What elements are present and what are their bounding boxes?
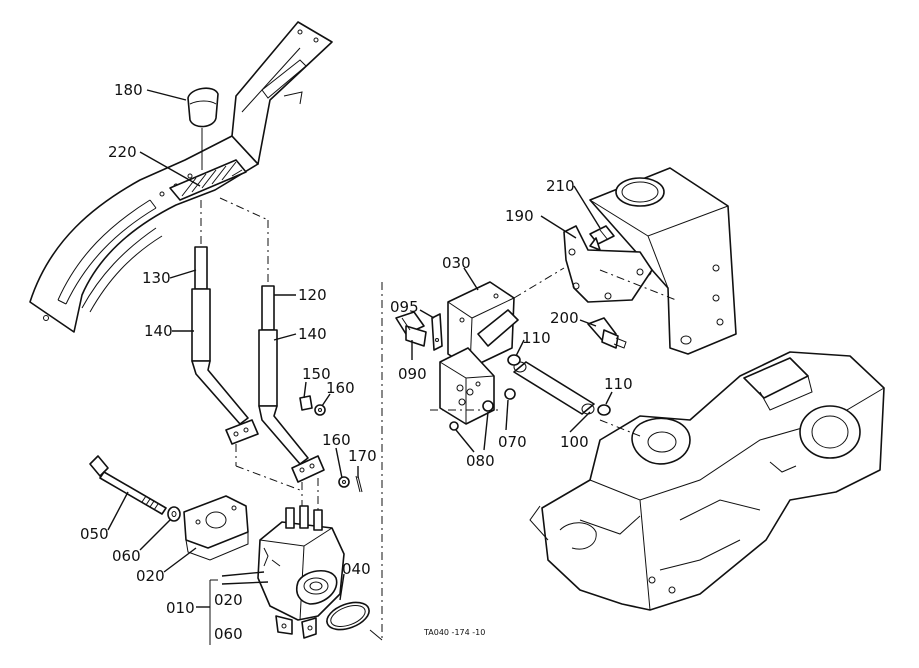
- label-020-upper: 020: [136, 567, 165, 585]
- label-010: 010: [166, 599, 195, 617]
- label-080: 080: [466, 452, 495, 470]
- label-040: 040: [342, 560, 371, 578]
- bracket-190: [563, 225, 677, 303]
- bolt-050: [89, 455, 167, 515]
- transmission-body: [529, 351, 885, 611]
- label-100: 100: [560, 433, 589, 451]
- label-030: 030: [442, 254, 471, 272]
- label-180: 180: [114, 81, 143, 99]
- label-160-upper: 160: [326, 379, 355, 397]
- washer-060: [167, 506, 181, 522]
- leader-lines: [107, 89, 613, 645]
- label-110-upper: 110: [522, 329, 551, 347]
- lever-guide-plate: [29, 21, 333, 333]
- flange-plate-020: [183, 495, 249, 561]
- valve-body-030: [447, 267, 565, 369]
- washer-and-cotter-pin: [338, 475, 363, 493]
- pipe-100: [513, 361, 595, 415]
- lever-rod-left: [191, 200, 259, 445]
- part-labels: 180 220 130 120 140 140 150 160 160 170 …: [80, 81, 633, 643]
- label-060-lower: 060: [214, 625, 243, 643]
- label-120: 120: [298, 286, 327, 304]
- label-170: 170: [348, 447, 377, 465]
- o-ring-040: [326, 601, 370, 631]
- label-140-right: 140: [298, 325, 327, 343]
- drawing-reference: TA040 -174 -10: [423, 628, 485, 637]
- label-090: 090: [398, 365, 427, 383]
- lift-housing: [589, 167, 737, 355]
- label-160-lower: 160: [322, 431, 351, 449]
- label-095: 095: [390, 298, 419, 316]
- label-150: 150: [302, 365, 331, 383]
- label-140-left: 140: [144, 322, 173, 340]
- manifold-block: [430, 347, 516, 431]
- pin-and-washer: [299, 395, 326, 416]
- label-220: 220: [108, 143, 137, 161]
- label-060-upper: 060: [112, 547, 141, 565]
- lever-rod-right: [219, 197, 325, 483]
- lever-knob: [187, 87, 219, 170]
- control-valve-010: [257, 505, 345, 639]
- fitting-200: [587, 317, 627, 349]
- plate-095: [431, 313, 443, 351]
- o-ring-110: [507, 354, 611, 416]
- fitting-210: [589, 225, 615, 251]
- label-130: 130: [142, 269, 171, 287]
- label-200: 200: [550, 309, 579, 327]
- label-190: 190: [505, 207, 534, 225]
- fitting-090: [395, 311, 427, 347]
- label-050: 050: [80, 525, 109, 543]
- label-070: 070: [498, 433, 527, 451]
- label-020-lower: 020: [214, 591, 243, 609]
- label-210: 210: [546, 177, 575, 195]
- label-110-lower: 110: [604, 375, 633, 393]
